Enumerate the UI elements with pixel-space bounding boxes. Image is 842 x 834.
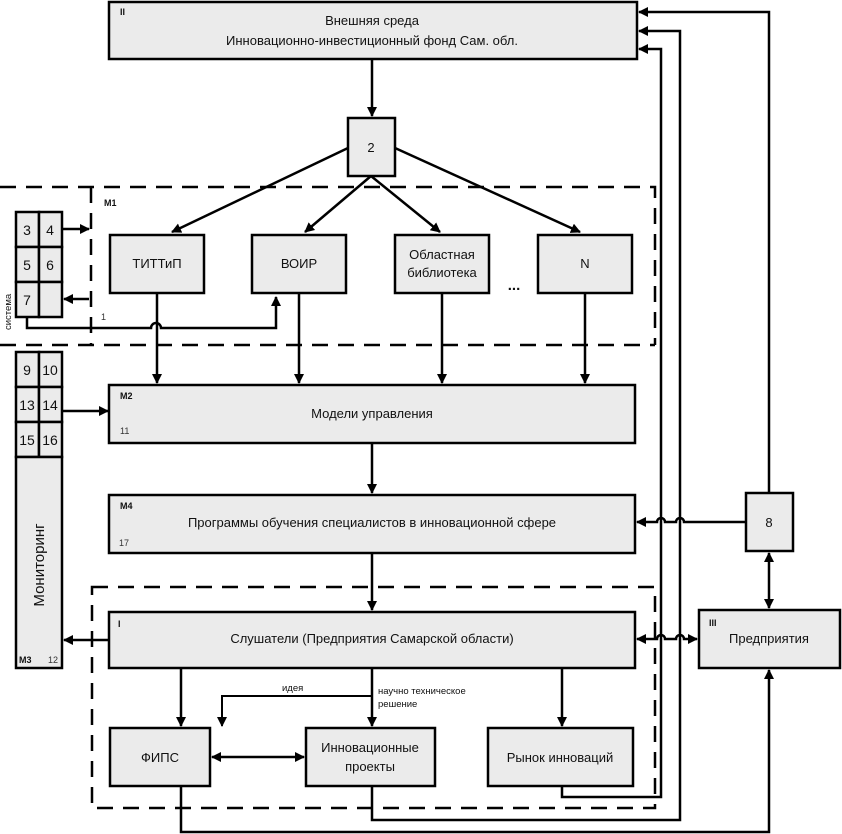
grid-cell-14: 14 — [42, 397, 58, 413]
listeners-dashed-boundary — [90, 585, 657, 810]
m4-label: Программы обучения специалистов в иннова… — [188, 515, 556, 530]
innovation-projects-box[interactable]: Инновационные проекты — [304, 726, 437, 788]
grid-top: 3 4 5 6 7 — [14, 210, 64, 319]
external-environment-box[interactable]: II Внешняя среда Инновационно-инвестицио… — [107, 0, 639, 61]
grid-cell-16: 16 — [42, 432, 58, 448]
m2-num: 11 — [120, 426, 129, 436]
m3-num: 12 — [48, 655, 58, 665]
grid-cell-7: 7 — [23, 292, 31, 308]
listeners-tag: I — [118, 619, 121, 629]
arrow-idea-to-fips — [217, 695, 372, 727]
m1-num: 1 — [101, 312, 106, 322]
m2-label: Модели управления — [311, 406, 433, 421]
node-8-label: 8 — [765, 515, 772, 530]
m3-tag: M3 — [19, 655, 32, 665]
arrow-2-to-n — [394, 146, 581, 234]
enterprises-tag: III — [709, 618, 717, 628]
solution-label-2: решение — [378, 699, 417, 710]
node-2[interactable]: 2 — [346, 116, 397, 178]
node-tittip-label: ТИТТиП — [132, 256, 181, 271]
m2-management-models-box[interactable]: M2 11 Модели управления — [107, 383, 637, 445]
listeners-box[interactable]: I Слушатели (Предприятия Самарской облас… — [107, 610, 637, 670]
monitoring-label: Мониторинг — [31, 523, 48, 607]
fips-box[interactable]: ФИПС — [108, 726, 212, 788]
node-library-label-2: библиотека — [407, 265, 477, 280]
grid-cell-13: 13 — [19, 397, 35, 413]
external-title: Внешняя среда — [325, 13, 420, 28]
grid-cell-6: 6 — [46, 257, 54, 273]
node-8[interactable]: 8 — [744, 491, 795, 553]
grid-cell-5: 5 — [23, 257, 31, 273]
line-projects-to-external — [370, 26, 682, 822]
idea-label: идея — [282, 683, 303, 694]
grid-cell-15: 15 — [19, 432, 35, 448]
arrow-2-to-tittip — [171, 146, 349, 234]
solution-label-1: научно техническое — [378, 686, 466, 697]
external-subtitle: Инновационно-инвестиционный фонд Сам. об… — [226, 33, 518, 48]
monitoring-box[interactable]: Мониторинг M3 12 — [14, 455, 64, 670]
system-label: система — [3, 293, 14, 330]
m1-dashed-boundary — [0, 185, 657, 347]
projects-label-1: Инновационные — [321, 740, 419, 755]
m4-training-programs-box[interactable]: M4 17 Программы обучения специалистов в … — [107, 493, 637, 555]
line-market-to-external — [560, 44, 663, 799]
m4-num: 17 — [119, 538, 129, 548]
arrow-2-to-library — [370, 175, 441, 233]
listeners-label: Слушатели (Предприятия Самарской области… — [230, 631, 513, 646]
grid-cell-3: 3 — [23, 222, 31, 238]
node-n-label: N — [580, 256, 589, 271]
market-label: Рынок инноваций — [507, 750, 614, 765]
node-2-label: 2 — [367, 140, 374, 155]
fips-label: ФИПС — [141, 750, 179, 765]
enterprises-box[interactable]: III Предприятия — [697, 608, 842, 670]
m2-tag: M2 — [120, 391, 133, 401]
m1-tag: M1 — [104, 198, 117, 208]
node-n[interactable]: N — [536, 233, 634, 295]
external-tag: II — [120, 7, 125, 17]
node-tittip[interactable]: ТИТТиП — [108, 233, 206, 295]
node-regional-library[interactable]: Областная библиотека — [393, 233, 491, 295]
arrow-8-to-m4 — [636, 516, 746, 527]
innovation-market-box[interactable]: Рынок инноваций — [486, 726, 635, 788]
grid-cell-10: 10 — [42, 362, 58, 378]
ellipsis: ... — [508, 277, 521, 294]
arrow-8-to-external — [638, 7, 771, 493]
node-library-label-1: Областная — [409, 247, 475, 262]
node-voir[interactable]: ВОИР — [250, 233, 348, 295]
m4-tag: M4 — [120, 501, 133, 511]
grid-cell-9: 9 — [23, 362, 31, 378]
enterprises-label: Предприятия — [729, 631, 809, 646]
grid-cell-4: 4 — [46, 222, 54, 238]
grid-mid: 9 10 13 14 15 16 — [14, 350, 64, 459]
projects-label-2: проекты — [345, 759, 395, 774]
arrow-2-to-voir — [304, 175, 372, 233]
line-fips-to-enterprises — [179, 669, 774, 834]
arrow-7-to-voir — [25, 296, 281, 330]
node-voir-label: ВОИР — [281, 256, 317, 271]
arrow-enterprises-listeners-bidirectional — [636, 633, 698, 644]
